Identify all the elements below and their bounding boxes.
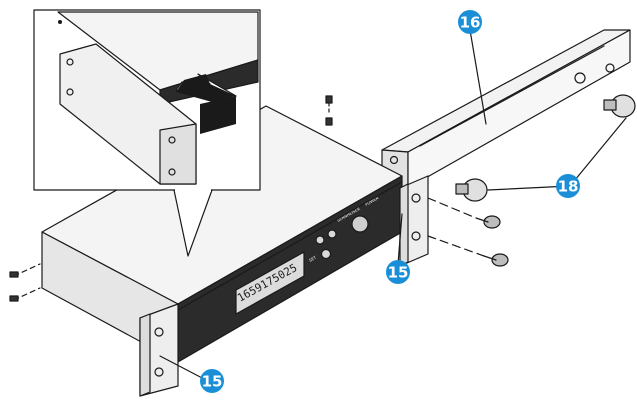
callout-label: 15 [202,373,223,391]
front-left-bracket [139,303,179,397]
power-knob [351,215,369,233]
callout-18: 18 [556,174,580,198]
callout-15-rear: 15 [386,260,410,284]
callout-label: 16 [460,14,481,32]
screw-icon [9,271,19,302]
callout-15-front: 15 [200,369,224,393]
power-label: POWER [364,195,380,207]
inset-detail [33,9,261,257]
set-label: SET [308,255,317,263]
screw-icon [475,215,501,229]
top-screws [325,95,333,126]
front-right-bracket [399,175,429,267]
screw-icon [325,95,333,104]
screw-icon [483,253,509,267]
right-screws [427,197,509,267]
left-screws [9,263,41,302]
callout-label: 18 [558,178,579,196]
callout-label: 15 [388,264,409,282]
rack-rail [381,29,631,189]
set-button [320,248,332,260]
callout-16: 16 [458,10,482,34]
plug-caps [455,94,636,202]
screw-icon [325,117,333,126]
